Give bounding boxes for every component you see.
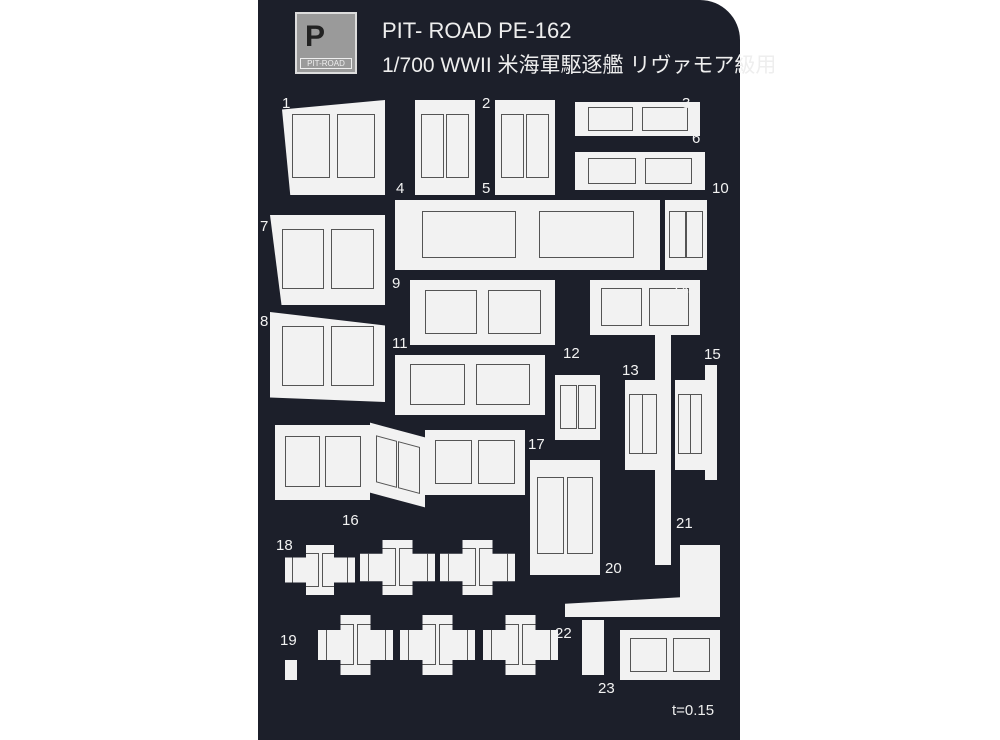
part-number: 11 xyxy=(392,335,408,352)
part-16c xyxy=(425,430,525,495)
part-16a xyxy=(275,425,370,500)
part-19 xyxy=(285,660,297,680)
part-number: 16 xyxy=(342,512,359,529)
part-number: 15 xyxy=(704,346,721,363)
part-1 xyxy=(282,100,385,195)
part-number: 14 xyxy=(672,282,689,299)
part-22 xyxy=(582,620,604,675)
part-10 xyxy=(665,200,707,270)
sheet-title: PIT- ROAD PE-162 xyxy=(382,18,572,43)
part-number: 4 xyxy=(396,180,405,197)
part-number: 10 xyxy=(712,180,729,197)
part-2b xyxy=(495,100,555,195)
part-number: 7 xyxy=(260,218,269,235)
part-2a xyxy=(415,100,475,195)
part-number: 17 xyxy=(528,436,545,453)
part-13b xyxy=(675,380,705,470)
part-number: 13 xyxy=(622,362,639,379)
part-number: 2 xyxy=(482,95,491,112)
part-number: 5 xyxy=(482,180,491,197)
part-12 xyxy=(555,375,600,440)
part-17 xyxy=(530,460,600,575)
part-8 xyxy=(270,312,385,402)
part-23 xyxy=(620,630,720,680)
part-16b xyxy=(370,422,425,508)
part-number: 21 xyxy=(676,515,693,532)
part-13 xyxy=(625,380,660,470)
part-4-5-strip xyxy=(395,200,660,270)
part-14 xyxy=(590,280,700,335)
pit-road-logo: P PIT-ROAD xyxy=(295,12,357,74)
part-number: 23 xyxy=(598,680,615,697)
part-number: 22 xyxy=(555,625,572,642)
part-11 xyxy=(395,355,545,415)
part-21-arm xyxy=(680,545,720,605)
part-number: 3 xyxy=(682,95,691,112)
part-number: 8 xyxy=(260,313,269,330)
part-15 xyxy=(705,365,717,480)
part-number: 20 xyxy=(605,560,622,577)
part-6 xyxy=(575,152,705,190)
thickness-label: t=0.15 xyxy=(672,702,715,719)
part-number: 1 xyxy=(282,95,291,112)
part-number: 6 xyxy=(692,130,701,147)
part-7 xyxy=(270,215,385,305)
part-9 xyxy=(410,280,555,345)
part-number: 19 xyxy=(280,632,297,649)
sheet-subtitle: 1/700 WWII 米海軍駆逐艦 リヴァモア級用 xyxy=(382,54,777,77)
part-number: 9 xyxy=(392,275,401,292)
logo-text: PIT-ROAD xyxy=(300,58,352,69)
logo-mark: P xyxy=(305,20,326,53)
part-3 xyxy=(575,102,700,136)
part-number: 18 xyxy=(276,537,293,554)
part-number: 12 xyxy=(563,345,580,362)
